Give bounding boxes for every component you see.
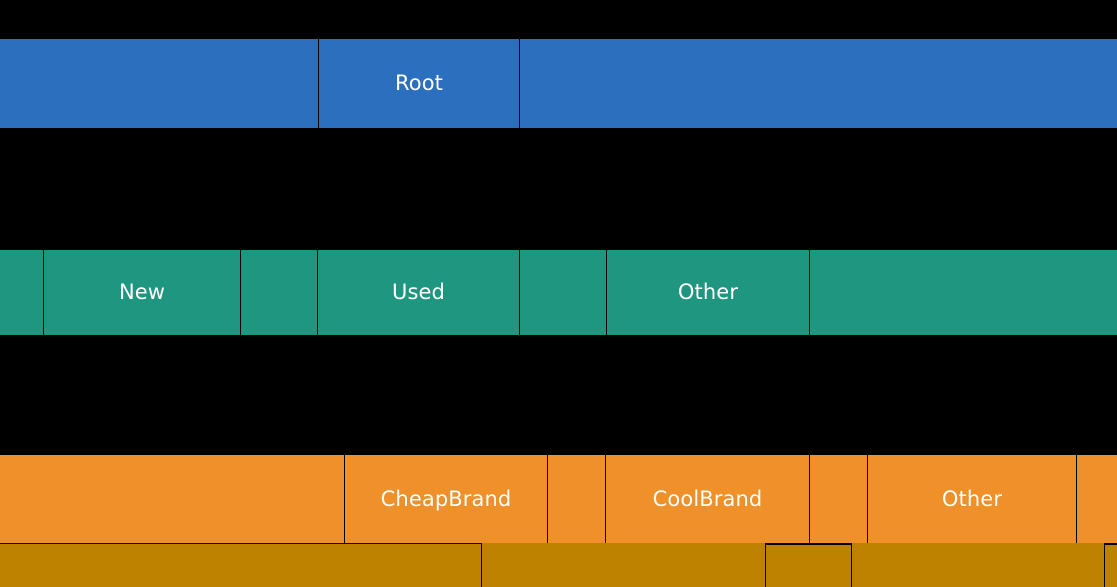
- icicle-segment-label: CheapBrand: [380, 486, 512, 511]
- icicle-segment[interactable]: [241, 250, 317, 335]
- icicle-segment[interactable]: [852, 543, 1104, 587]
- icicle-segment-other[interactable]: Other: [868, 455, 1076, 543]
- icicle-segment-label: CoolBrand: [652, 486, 763, 511]
- icicle-segment-coolbrand[interactable]: CoolBrand: [606, 455, 809, 543]
- icicle-segment[interactable]: [548, 455, 605, 543]
- icicle-segment[interactable]: [810, 250, 1117, 335]
- icicle-segment[interactable]: [0, 544, 481, 587]
- icicle-segment-label: Root: [395, 71, 443, 95]
- icicle-segment-cheapbrand[interactable]: CheapBrand: [345, 455, 547, 543]
- icicle-segment[interactable]: [0, 39, 318, 128]
- icicle-segment[interactable]: [766, 545, 851, 587]
- icicle-segment[interactable]: [1077, 455, 1117, 543]
- icicle-segment-new[interactable]: New: [44, 250, 240, 335]
- icicle-segment[interactable]: [482, 543, 765, 587]
- icicle-segment-root[interactable]: Root: [319, 39, 519, 128]
- icicle-segment-other[interactable]: Other: [607, 250, 809, 335]
- icicle-segment-label: Used: [392, 280, 445, 304]
- icicle-segment[interactable]: [1105, 545, 1117, 587]
- icicle-segment[interactable]: [520, 39, 1117, 128]
- icicle-segment-label: Other: [941, 486, 1003, 511]
- icicle-segment[interactable]: [520, 250, 606, 335]
- icicle-segment-label: Other: [677, 280, 739, 304]
- icicle-segment-label: New: [118, 280, 166, 304]
- icicle-segment[interactable]: [0, 455, 344, 543]
- icicle-segment[interactable]: [810, 455, 867, 543]
- icicle-segment-used[interactable]: Used: [318, 250, 519, 335]
- icicle-segment[interactable]: [0, 250, 43, 335]
